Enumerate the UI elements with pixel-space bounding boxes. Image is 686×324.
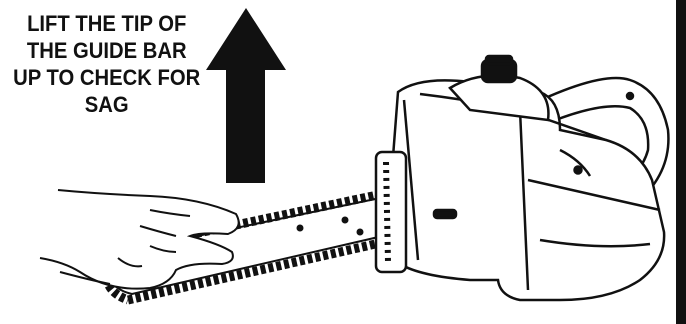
up-arrow-icon bbox=[206, 8, 286, 183]
chainsaw-icon bbox=[376, 56, 668, 300]
page-edge-bar bbox=[676, 0, 686, 324]
